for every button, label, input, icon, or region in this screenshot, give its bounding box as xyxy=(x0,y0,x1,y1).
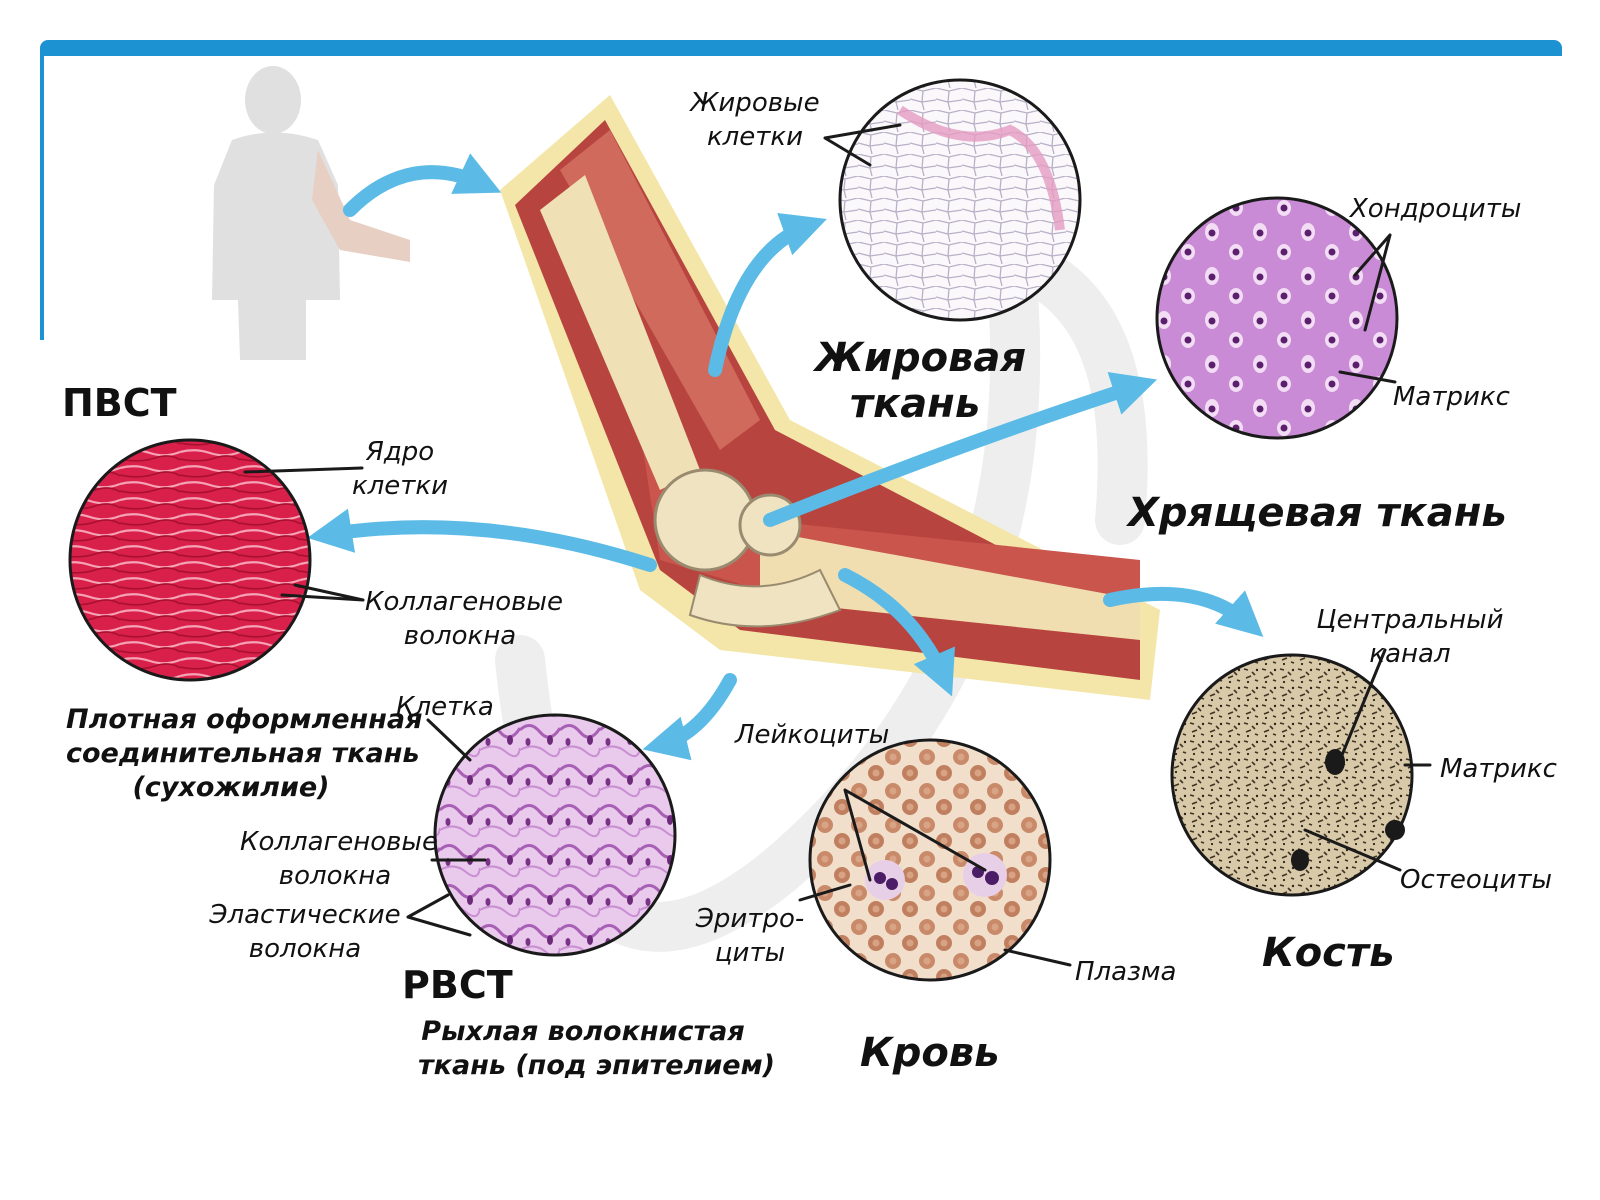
blood-tissue-circle xyxy=(808,738,1052,982)
pvst-tissue-circle xyxy=(68,438,312,682)
connector-arrows xyxy=(307,153,1264,761)
leukocyte-cells xyxy=(865,853,1007,900)
label-erythrocytes: Эритро- циты xyxy=(695,904,805,968)
label-leukocytes: Лейкоциты xyxy=(735,720,890,750)
label-bone-matrix: Матрикс xyxy=(1440,754,1557,784)
arrow-to-elbow xyxy=(343,153,502,217)
arrow-to-pvst xyxy=(307,508,657,572)
label-fat-cells: Жировые клетки xyxy=(690,88,820,152)
title-blood: Кровь xyxy=(860,1030,1000,1076)
bone-osteocyte-marks xyxy=(1291,749,1405,871)
human-silhouette-icon xyxy=(212,66,410,360)
arrow-to-bone xyxy=(1103,586,1264,637)
bone-tissue-circle xyxy=(1170,653,1414,897)
fat-tissue-circle xyxy=(838,78,1082,322)
label-cartilage-matrix: Матрикс xyxy=(1393,382,1510,412)
top-accent-bar xyxy=(40,40,1562,56)
arrow-to-fat xyxy=(708,212,827,377)
cartilage-tissue-circle xyxy=(1155,196,1399,440)
leader-lines xyxy=(243,123,1432,967)
title-fat-tissue: Жировая ткань xyxy=(815,335,1027,427)
title-pvst-description: Плотная оформленная соединительная ткань… xyxy=(66,704,423,803)
title-rvst: РВСТ xyxy=(402,963,513,1007)
arrow-to-cartilage xyxy=(763,371,1158,527)
title-pvst: ПВСТ xyxy=(62,381,177,425)
arrow-to-blood xyxy=(838,568,955,697)
label-elastic-fibers: Эластические волокна xyxy=(209,900,401,964)
label-central-canal: Центральный канал xyxy=(1316,605,1504,669)
title-rvst-description: Рыхлая волокнистая ткань (под эпителием) xyxy=(418,1016,776,1081)
label-plasma: Плазма xyxy=(1075,957,1177,987)
title-bone: Кость xyxy=(1262,930,1395,976)
label-chondrocytes: Хондроциты xyxy=(1350,194,1522,224)
label-osteocytes: Остеоциты xyxy=(1400,865,1553,895)
label-pvst-collagen-fibers: Коллагеновые волокна xyxy=(365,587,563,651)
rvst-tissue-circle xyxy=(433,713,677,957)
label-cell: Клетка xyxy=(396,692,494,722)
left-accent-rule xyxy=(40,50,44,340)
label-rvst-collagen-fibers: Коллагеновые волокна xyxy=(240,827,438,891)
label-cell-nucleus: Ядро клетки xyxy=(351,437,449,501)
arrow-to-rvst xyxy=(642,673,737,761)
title-cartilage-tissue: Хрящевая ткань xyxy=(1128,490,1507,536)
